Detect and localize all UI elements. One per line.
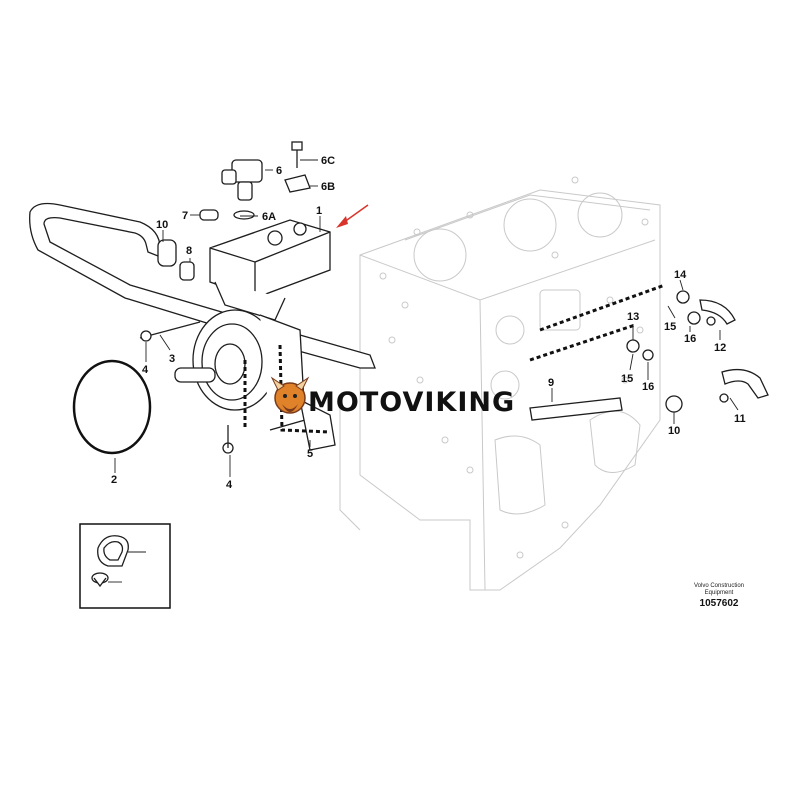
callout-label: 5: [307, 448, 313, 460]
callout-label: 6C: [321, 155, 335, 167]
callout-label: 7: [182, 210, 188, 222]
coolant-pipe-9: [529, 299, 769, 421]
callout-label: 2: [111, 474, 117, 486]
callout-label: 6: [276, 165, 282, 177]
callout-label: 12: [714, 342, 726, 354]
callout-label: 1: [316, 205, 322, 217]
routing-dashes: [243, 283, 666, 434]
diagram-caption: Volvo Construction Equipment 1057602: [694, 583, 744, 609]
callout-label: 3: [169, 353, 175, 365]
callout-labels: 1 2 3 4 4 5 6 6A 6B 6C 7 8 9 10 10 11 12…: [111, 155, 746, 589]
callout-label: 14: [674, 269, 687, 281]
callout-label: 11: [734, 413, 746, 425]
watermark: MOTOVIKING: [270, 376, 515, 418]
diagram-part-number: 1057602: [700, 598, 739, 609]
gasket-ring: [72, 359, 152, 455]
inset-detail-box: [79, 523, 171, 609]
viking-logo-icon: [270, 376, 310, 414]
coolant-pipe-upper: [29, 202, 376, 369]
callout-label: 15: [664, 321, 676, 333]
caption-line-1: Volvo Construction: [694, 583, 744, 589]
leader-lines: [114, 159, 739, 477]
callout-label: 13: [627, 311, 639, 323]
callout-label: 6B: [321, 181, 335, 193]
callout-label: 9: [548, 377, 554, 389]
callout-label: 15: [621, 373, 633, 385]
callout-label: 4: [226, 479, 233, 491]
callout-label: 4: [142, 364, 149, 376]
air-compressor: [174, 219, 336, 451]
caption-line-2: Equipment: [705, 590, 734, 596]
hardware: [139, 141, 729, 454]
engine-block: [339, 176, 661, 591]
red-arrow-icon: [336, 204, 369, 228]
callout-label: 10: [668, 425, 680, 437]
callout-label: 10: [156, 219, 168, 231]
watermark-text: MOTOVIKING: [308, 387, 515, 418]
callout-label: 16: [684, 333, 696, 345]
callout-label: 16: [642, 381, 654, 393]
callout-label: 8: [186, 245, 192, 257]
callout-label: 6A: [262, 211, 276, 223]
